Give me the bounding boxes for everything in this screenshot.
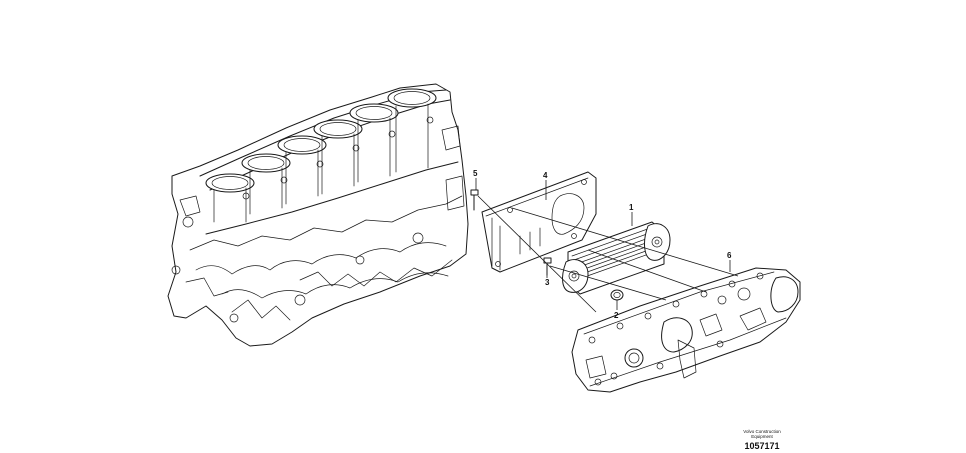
oil-cooler-cover-part-6 (571, 267, 801, 393)
drawing-number: 1057171 (744, 441, 780, 451)
callout-3: 3 (545, 278, 550, 287)
callouts: 1 2 3 4 5 6 (473, 169, 732, 320)
callout-1: 1 (629, 203, 634, 212)
callout-4: 4 (543, 171, 548, 180)
seal-ring-part-2 (610, 289, 624, 301)
brand-line-2: Equipment (751, 434, 773, 439)
brand-line-1: Volvo Construction (743, 429, 781, 434)
callout-2: 2 (614, 311, 619, 320)
callout-6: 6 (727, 251, 732, 260)
bolt-part-5 (470, 189, 479, 211)
cylinder-bores (205, 88, 437, 193)
drawing-footer: Volvo Construction Equipment 1057171 (716, 429, 808, 452)
engine-block (167, 83, 469, 347)
oil-cooler-part-1 (562, 221, 671, 295)
gasket-plate-part-4 (481, 171, 597, 273)
callout-5: 5 (473, 169, 478, 178)
alignment-lines (477, 195, 739, 313)
